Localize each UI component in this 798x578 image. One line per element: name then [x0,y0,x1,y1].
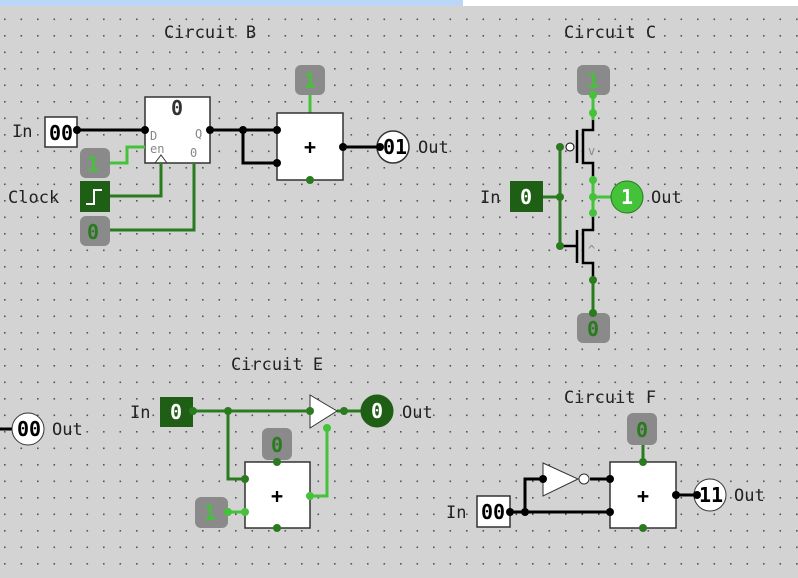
f-input-value: 00 [481,500,505,524]
pmos-mark: v [588,144,595,158]
d-output-pin[interactable] [11,412,45,446]
circuit-canvas[interactable]: Circuit B In 00 0 D en Q 0 1 Clock 0 1 +… [0,6,798,578]
c-input-value: 0 [520,185,532,209]
f-adder-symbol: + [637,484,649,508]
e-input-pin[interactable] [160,397,193,427]
reg-q-label: Q [195,127,202,141]
nmos-mark: ^ [588,243,595,257]
b-const-en[interactable] [80,148,110,178]
f-output-label: Out [734,486,765,506]
e-const-top[interactable] [262,428,292,460]
clock-wave-icon [86,189,102,205]
c-const-top[interactable] [577,65,610,95]
selection-bar [0,0,463,6]
b-adder-const-value: 1 [304,69,316,93]
b-const-en-value: 1 [87,152,99,176]
clock-label: Clock [8,188,59,208]
e-output-label: Out [402,403,433,423]
f-input-pin[interactable] [476,495,511,528]
c-output-value: 1 [621,185,633,209]
c-output-pin[interactable] [610,180,644,214]
e-input-value: 0 [170,400,182,424]
d-output-label: Out [52,420,83,440]
b-input-value: 00 [49,121,73,145]
c-const-bottom[interactable] [577,313,610,343]
f-output-value: 11 [699,483,723,507]
circuit-f-title: Circuit F [564,388,656,408]
f-input-label: In [446,503,466,523]
c-input-label: In [480,188,500,208]
b-input-label: In [12,122,32,142]
d-output-value: 00 [17,417,41,441]
b-adder-symbol: + [304,135,316,159]
f-const-top[interactable] [627,413,657,445]
f-const-top-value: 0 [636,418,648,442]
e-adder-symbol: + [271,484,283,508]
c-const-top-value: 1 [587,69,599,93]
circuit-b-title: Circuit B [164,23,256,43]
e-input-label: In [130,403,150,423]
b-const-clr-value: 0 [87,220,99,244]
c-input-pin[interactable] [510,181,543,212]
b-adder-const[interactable] [295,65,325,95]
e-output-value: 0 [371,399,383,423]
reg-d-label: D [150,129,157,143]
circuit-c-title: Circuit C [564,23,656,43]
c-output-label: Out [651,188,682,208]
pmos-bubble-icon [565,142,575,152]
clock-triangle-icon [154,154,168,164]
c-const-bottom-value: 0 [587,317,599,341]
b-output-label: Out [418,138,449,158]
e-const-left-value: 1 [204,501,216,525]
reg-en-label: en [150,142,164,156]
e-const-left[interactable] [195,497,228,528]
e-adder[interactable] [244,461,311,529]
circuit-e-title: Circuit E [231,355,323,375]
register-value: 0 [171,96,183,120]
e-const-top-value: 0 [271,433,283,457]
b-adder[interactable] [276,112,344,181]
e-output-pin[interactable] [360,394,394,428]
b-output-value: 01 [383,135,407,159]
reg-clr-label: 0 [190,146,197,160]
b-const-clr[interactable] [80,216,110,246]
